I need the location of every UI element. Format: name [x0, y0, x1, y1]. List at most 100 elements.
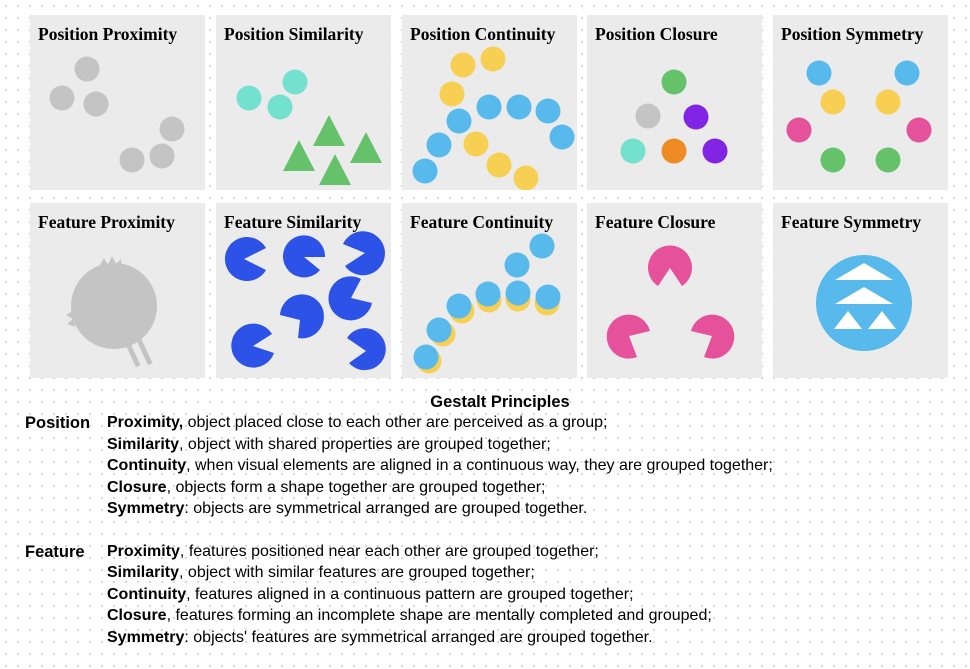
yellow-circle: [439, 81, 465, 107]
definition-feature-proximity: Proximity, features positioned near each…: [107, 543, 599, 561]
feature-proximity-illustration: [66, 256, 157, 368]
yellow-circle: [486, 152, 512, 178]
white-triangle: [834, 311, 862, 329]
definition-text: , features forming an incomplete shape a…: [166, 607, 712, 624]
definition-term: Symmetry: [107, 629, 185, 646]
blue-circle: [412, 158, 438, 184]
position-symmetry-illustration: [786, 60, 932, 173]
pacman-shape: [347, 328, 386, 371]
definition-text: : objects' features are symmetrical arra…: [184, 629, 653, 646]
blue-circle: [446, 293, 472, 319]
definition-term: Proximity,: [107, 414, 184, 431]
definition-term: Closure: [107, 607, 167, 624]
blue-circle: [535, 284, 561, 310]
gray-circle: [159, 116, 185, 142]
panel-position-symmetry: Position Symmetry: [773, 15, 948, 190]
legend-title: Gestalt Principles: [430, 393, 570, 411]
green-circle: [661, 69, 687, 95]
gray-circle: [83, 91, 109, 117]
position-continuity-illustration: [412, 46, 575, 190]
definition-text: , object with shared properties are grou…: [179, 436, 551, 453]
pacman-shape: [224, 237, 266, 281]
panel-title: Position Similarity: [224, 24, 364, 44]
blue-circle: [549, 124, 575, 150]
green-circle: [820, 147, 846, 173]
definition-position-similarity: Similarity, object with shared propertie…: [107, 436, 551, 454]
definition-feature-closure: Closure, features forming an incomplete …: [107, 607, 712, 625]
purple-circle: [683, 104, 709, 130]
pink-circle: [906, 117, 932, 143]
yellow-circle: [513, 165, 539, 190]
feature-continuity-illustration: [413, 233, 561, 374]
definition-text: , features aligned in a continuous patte…: [186, 586, 634, 603]
yellow-circle: [820, 89, 846, 115]
pink-circle: [786, 117, 812, 143]
pacman-shape: [283, 235, 326, 278]
definition-term: Closure: [107, 479, 167, 496]
definition-position-symmetry: Symmetry: objects are symmetrical arrang…: [107, 500, 587, 518]
definition-position-continuity: Continuity, when visual elements are ali…: [107, 457, 773, 475]
blue-circle: [806, 60, 832, 86]
pacman-shape: [231, 323, 274, 368]
teal-circle: [236, 85, 262, 111]
panel-title: Position Continuity: [410, 24, 556, 44]
position-group-label: Position: [25, 414, 91, 432]
panel-title: Feature Continuity: [410, 212, 554, 232]
definition-term: Continuity: [107, 586, 187, 603]
green-triangle: [350, 132, 382, 163]
definition-term: Proximity: [107, 543, 180, 560]
gray-circle: [119, 147, 145, 173]
pacman-shape: [648, 245, 692, 286]
blue-circle: [476, 94, 502, 120]
yellow-circle: [875, 89, 901, 115]
blue-circle: [535, 98, 561, 124]
pacman-shape: [691, 314, 735, 359]
blue-circle: [475, 281, 501, 307]
pacman-shape: [343, 231, 385, 276]
panel-feature-symmetry: Feature Symmetry: [773, 203, 948, 378]
gray-leg-shape: [124, 339, 141, 368]
definition-text: , objects form a shape together are grou…: [166, 479, 546, 496]
definition-position-proximity: Proximity, object placed close to each o…: [107, 414, 607, 432]
blue-circle: [529, 233, 555, 259]
white-triangle: [835, 263, 893, 280]
panel-title: Feature Symmetry: [781, 212, 922, 232]
white-triangle: [835, 287, 893, 304]
yellow-circle: [450, 52, 476, 78]
panel-title: Feature Proximity: [38, 212, 175, 232]
teal-circle: [620, 138, 646, 164]
panel-feature-similarity: Feature Similarity: [216, 203, 391, 378]
feature-closure-illustration: [606, 245, 735, 359]
definition-term: Similarity: [107, 436, 180, 453]
blue-circle: [506, 94, 532, 120]
white-triangle: [868, 311, 896, 329]
panel-position-continuity: Position Continuity: [402, 15, 577, 190]
pacman-shape: [328, 276, 372, 321]
gray-spike-shape: [66, 311, 75, 327]
feature-group-label: Feature: [25, 543, 85, 561]
panel-feature-closure: Feature Closure: [587, 203, 762, 378]
green-triangle: [319, 154, 351, 185]
gray-blob-shape: [71, 263, 157, 349]
green-triangle: [283, 140, 315, 171]
panel-title: Position Symmetry: [781, 24, 924, 44]
panel-title: Position Closure: [595, 24, 718, 44]
gray-circle: [635, 103, 661, 129]
panel-title: Feature Similarity: [224, 212, 362, 232]
definition-feature-similarity: Similarity, object with similar features…: [107, 564, 535, 582]
panel-title: Feature Closure: [595, 212, 716, 232]
gray-leg-shape: [136, 337, 153, 366]
definition-term: Symmetry: [107, 500, 185, 517]
definition-text: object placed close to each other are pe…: [183, 414, 608, 431]
panel-title: Position Proximity: [38, 24, 178, 44]
position-proximity-illustration: [49, 56, 185, 173]
definition-text: , features positioned near each other ar…: [179, 543, 599, 560]
blue-circle: [894, 60, 920, 86]
definition-feature-symmetry: Symmetry: objects' features are symmetri…: [107, 629, 653, 647]
pacman-shape: [606, 314, 650, 359]
position-closure-illustration: [620, 69, 728, 164]
position-similarity-illustration: [236, 69, 382, 185]
gray-circle: [49, 85, 75, 111]
gray-spike-shape: [100, 256, 122, 267]
definition-feature-continuity: Continuity, features aligned in a contin…: [107, 586, 634, 604]
